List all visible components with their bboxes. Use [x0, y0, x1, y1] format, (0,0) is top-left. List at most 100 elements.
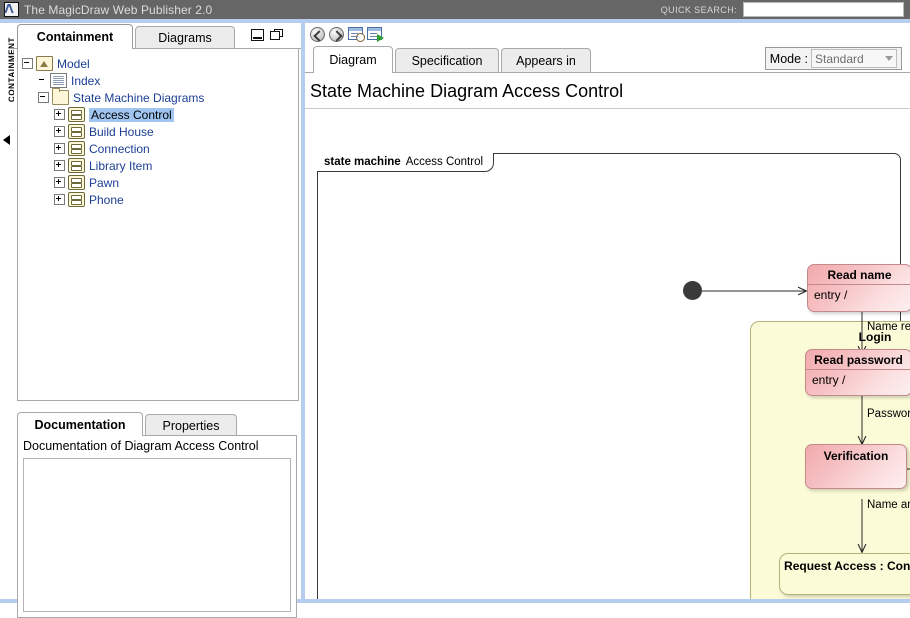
containment-vertical-strip[interactable]: CONTAINMENT — [0, 23, 15, 599]
tab-diagram-label: Diagram — [329, 53, 376, 67]
submachine-state-label: Request Access : Connection — [780, 559, 910, 573]
containment-tree[interactable]: ModelIndexState Machine DiagramsAccess C… — [17, 48, 299, 401]
tree-item-label: Pawn — [89, 176, 119, 190]
state-machine-icon — [68, 175, 85, 190]
documentation-panel: Documentation of Diagram Access Control — [17, 435, 297, 618]
title-bar: The MagicDraw Web Publisher 2.0 QUICK SE… — [0, 0, 910, 19]
state-machine-icon — [68, 192, 85, 207]
tree-item-library-item[interactable]: Library Item — [22, 157, 298, 174]
quick-search-label: QUICK SEARCH: — [661, 5, 737, 15]
model-icon — [36, 56, 53, 71]
state-read-name[interactable]: Read name entry / — [807, 264, 910, 312]
tab-documentation-label: Documentation — [35, 418, 126, 432]
state-read-password-label: Read password — [806, 350, 910, 369]
expand-icon[interactable] — [54, 109, 65, 120]
mode-dropdown-value: Standard — [815, 52, 864, 66]
quick-search: QUICK SEARCH: — [661, 2, 910, 17]
forward-arrow-icon[interactable] — [329, 27, 344, 42]
tree-item-label: State Machine Diagrams — [73, 91, 204, 105]
tree-item-state-machine-diagrams[interactable]: State Machine Diagrams — [22, 89, 298, 106]
mode-label: Mode : — [770, 52, 808, 66]
tree-item-pawn[interactable]: Pawn — [22, 174, 298, 191]
tree-item-phone[interactable]: Phone — [22, 191, 298, 208]
state-read-password[interactable]: Read password entry / — [805, 349, 910, 396]
frame-stereotype: state machine — [324, 156, 401, 168]
tab-properties[interactable]: Properties — [145, 414, 237, 436]
mode-selector[interactable]: Mode : Standard — [765, 47, 902, 70]
tab-specification[interactable]: Specification — [395, 48, 499, 73]
page-title: State Machine Diagram Access Control — [305, 75, 910, 107]
back-arrow-icon[interactable] — [310, 27, 325, 42]
find-in-window-icon[interactable] — [348, 27, 363, 42]
magicdraw-logo-icon — [4, 2, 19, 17]
open-in-window-icon[interactable] — [367, 27, 382, 42]
tab-diagrams[interactable]: Diagrams — [135, 26, 235, 49]
app-root: The MagicDraw Web Publisher 2.0 QUICK SE… — [0, 0, 910, 603]
state-verification[interactable]: Verification — [805, 444, 907, 489]
frame-name: Access Control — [406, 156, 483, 168]
collapse-left-triangle-icon[interactable] — [3, 135, 10, 145]
quick-search-input[interactable] — [743, 2, 904, 17]
tree-item-label: Model — [57, 57, 90, 71]
state-machine-icon — [68, 141, 85, 156]
initial-state-node[interactable] — [683, 281, 702, 300]
transition-label-password-read: Password read — [867, 408, 910, 420]
transition-label-name-and-password-ok: Name and password OK — [867, 499, 910, 511]
tab-containment-label: Containment — [37, 30, 113, 44]
chevron-down-icon — [885, 56, 893, 61]
expand-icon[interactable] — [54, 126, 65, 137]
tab-diagram[interactable]: Diagram — [313, 46, 393, 73]
tab-appears-in[interactable]: Appears in — [501, 48, 591, 73]
state-machine-icon — [68, 124, 85, 139]
tree-item-connection[interactable]: Connection — [22, 140, 298, 157]
cascade-windows-icon[interactable] — [270, 29, 283, 40]
tree-item-model[interactable]: Model — [22, 55, 298, 72]
tab-appears-in-label: Appears in — [516, 54, 576, 68]
left-panel-controls — [251, 29, 283, 41]
tree-item-access-control[interactable]: Access Control — [22, 106, 298, 123]
tree-item-label: Index — [71, 74, 100, 88]
tree-item-label: Connection — [89, 142, 150, 156]
transition-label-name-read: Name read — [867, 321, 910, 333]
tab-documentation[interactable]: Documentation — [17, 412, 143, 436]
state-read-password-entry: entry / — [806, 370, 910, 387]
mode-dropdown[interactable]: Standard — [811, 49, 897, 68]
tab-specification-label: Specification — [412, 54, 483, 68]
state-verification-label: Verification — [806, 445, 906, 467]
left-column: Containment Diagrams ModelIndexState Mac… — [14, 23, 301, 599]
collapse-icon[interactable] — [38, 92, 49, 103]
submachine-state-request-access[interactable]: Request Access : Connection — [779, 553, 910, 595]
left-tab-strip: Containment Diagrams — [14, 23, 301, 49]
tab-properties-label: Properties — [163, 419, 220, 433]
diagram-canvas[interactable]: state machine Access Control Login — [305, 109, 910, 599]
tab-containment[interactable]: Containment — [17, 24, 133, 49]
diagram-frame-label: state machine Access Control — [317, 153, 494, 172]
tree-item-label: Library Item — [89, 159, 152, 173]
doc-tab-strip: Documentation Properties — [17, 412, 297, 436]
tree-item-build-house[interactable]: Build House — [22, 123, 298, 140]
expand-icon[interactable] — [54, 177, 65, 188]
tree-item-label: Build House — [89, 125, 154, 139]
tree-item-label: Phone — [89, 193, 124, 207]
tree-item-index[interactable]: Index — [22, 72, 298, 89]
expand-icon[interactable] — [54, 160, 65, 171]
state-read-name-entry: entry / — [808, 285, 910, 302]
state-machine-icon — [68, 107, 85, 122]
folder-icon — [52, 90, 69, 105]
tree-item-label: Access Control — [89, 108, 174, 122]
state-read-name-label: Read name — [808, 265, 910, 284]
minimize-icon[interactable] — [251, 29, 264, 41]
expand-icon[interactable] — [54, 143, 65, 154]
diagram-toolbar — [305, 23, 910, 45]
window-title: The MagicDraw Web Publisher 2.0 — [24, 3, 212, 17]
tab-diagrams-label: Diagrams — [158, 31, 212, 45]
right-column: Diagram Specification Appears in Mode : … — [305, 23, 910, 599]
documentation-header: Documentation of Diagram Access Control — [18, 436, 296, 456]
document-icon — [50, 73, 67, 88]
diagram-tab-strip: Diagram Specification Appears in Mode : … — [305, 45, 910, 73]
documentation-text-area[interactable] — [23, 458, 291, 612]
collapse-icon[interactable] — [22, 58, 33, 69]
expand-icon[interactable] — [54, 194, 65, 205]
state-machine-icon — [68, 158, 85, 173]
tree-spacer — [38, 76, 47, 85]
